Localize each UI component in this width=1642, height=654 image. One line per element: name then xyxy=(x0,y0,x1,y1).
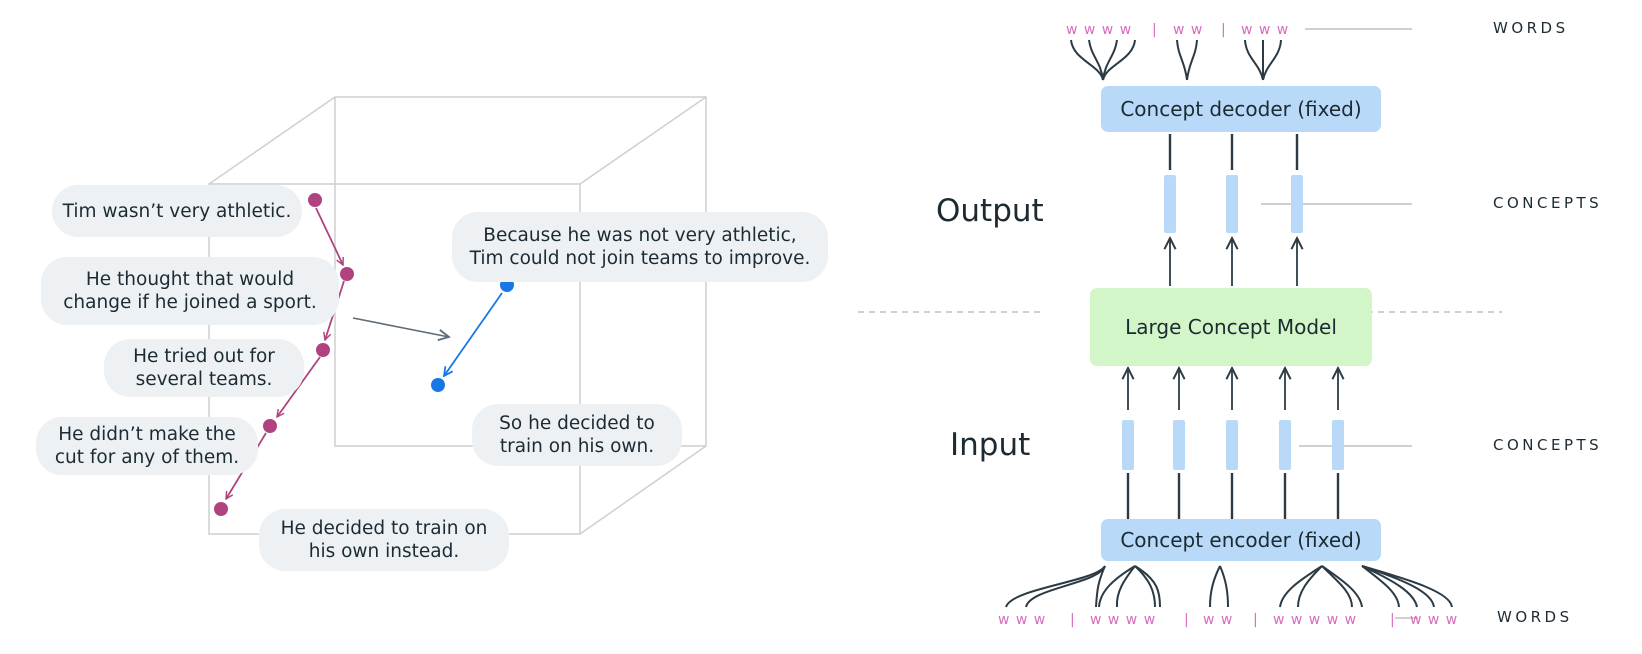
bottom-word-groups: w w w | w w w w | w w | w w w w w | w w … xyxy=(998,612,1458,628)
summary-point xyxy=(431,378,445,392)
concept-decoder-box: Concept decoder (fixed) xyxy=(1101,86,1381,132)
bubble-text: He tried out for xyxy=(133,346,275,367)
sentence-bubble: Tim wasn’t very athletic. xyxy=(52,185,302,237)
concept-vector xyxy=(1332,420,1344,470)
sentence-bubble: He thought that would change if he joine… xyxy=(41,257,339,325)
concept-vector xyxy=(1226,420,1238,470)
word-group: w w w w xyxy=(1066,22,1132,38)
concept-vector xyxy=(1173,420,1185,470)
concepts-top-label: CONCEPTS xyxy=(1493,194,1603,212)
word-separator: | xyxy=(1390,612,1396,628)
sentence-point xyxy=(316,343,330,357)
bubble-text: cut for any of them. xyxy=(54,447,240,468)
word-group: w w w xyxy=(1410,612,1458,628)
word-group: w w w xyxy=(1241,22,1289,38)
summary-bubble: So he decided to train on his own. xyxy=(472,404,682,466)
word-separator: | xyxy=(1221,22,1227,38)
trajectory-arrow xyxy=(444,292,503,376)
word-group: w w xyxy=(1203,612,1233,628)
bubble-text: He didn’t make the xyxy=(58,424,236,445)
input-concept-stacks xyxy=(1122,368,1344,519)
bubble-text: several teams. xyxy=(135,369,273,390)
concept-vector xyxy=(1291,175,1303,233)
input-label: Input xyxy=(950,427,1031,463)
concepts-bottom-label: CONCEPTS xyxy=(1493,436,1603,454)
sentence-point xyxy=(263,419,277,433)
trajectory-arrow xyxy=(277,356,321,417)
sentence-bubble: He tried out for several teams. xyxy=(104,339,304,397)
sentence-bubble: He decided to train on his own instead. xyxy=(259,509,509,571)
concept-encoder-box: Concept encoder (fixed) xyxy=(1101,519,1381,561)
concept-vector xyxy=(1226,175,1238,233)
concept-vector xyxy=(1122,420,1134,470)
top-word-groups: w w w w | w w | w w w xyxy=(1066,22,1289,38)
bubble-text: He thought that would xyxy=(85,269,295,290)
word-separator: | xyxy=(1152,22,1158,38)
words-to-encoder-curves xyxy=(1005,565,1453,608)
decoder-to-words-curves xyxy=(1070,39,1282,81)
sentence-point xyxy=(340,267,354,281)
concept-vector xyxy=(1279,420,1291,470)
sentence-trajectory xyxy=(214,193,354,516)
sentence-point xyxy=(308,193,322,207)
bubble-text: He decided to train on xyxy=(280,518,488,539)
words-bottom-label: WORDS xyxy=(1497,608,1573,626)
bubble-text: So he decided to xyxy=(499,413,655,434)
word-separator: | xyxy=(1184,612,1190,628)
bubble-text: Tim could not join teams to improve. xyxy=(469,248,811,269)
word-separator: | xyxy=(1253,612,1259,628)
word-group: w w xyxy=(1173,22,1203,38)
concept-vector xyxy=(1164,175,1176,233)
word-separator: | xyxy=(1070,612,1076,628)
words-top-label: WORDS xyxy=(1493,19,1569,37)
output-label: Output xyxy=(936,193,1044,229)
sentence-point xyxy=(214,502,228,516)
summary-trajectory xyxy=(431,278,514,392)
bubble-text: Tim wasn’t very athletic. xyxy=(62,200,292,222)
sentence-bubble: He didn’t make the cut for any of them. xyxy=(36,417,258,475)
bubble-text: Because he was not very athletic, xyxy=(483,225,797,246)
word-group: w w w w xyxy=(1090,612,1156,628)
summary-bubble: Because he was not very athletic, Tim co… xyxy=(452,212,828,282)
word-group: w w w w w xyxy=(1273,612,1357,628)
bubble-text: change if he joined a sport. xyxy=(63,292,317,313)
word-group: w w w xyxy=(998,612,1046,628)
trajectory-arrow xyxy=(315,207,343,265)
output-concept-stacks xyxy=(1164,134,1303,286)
bubble-text: his own instead. xyxy=(308,541,460,562)
summarize-arrow xyxy=(352,317,449,337)
large-concept-model-box: Large Concept Model xyxy=(1090,288,1372,366)
bubble-text: train on his own. xyxy=(499,436,655,457)
